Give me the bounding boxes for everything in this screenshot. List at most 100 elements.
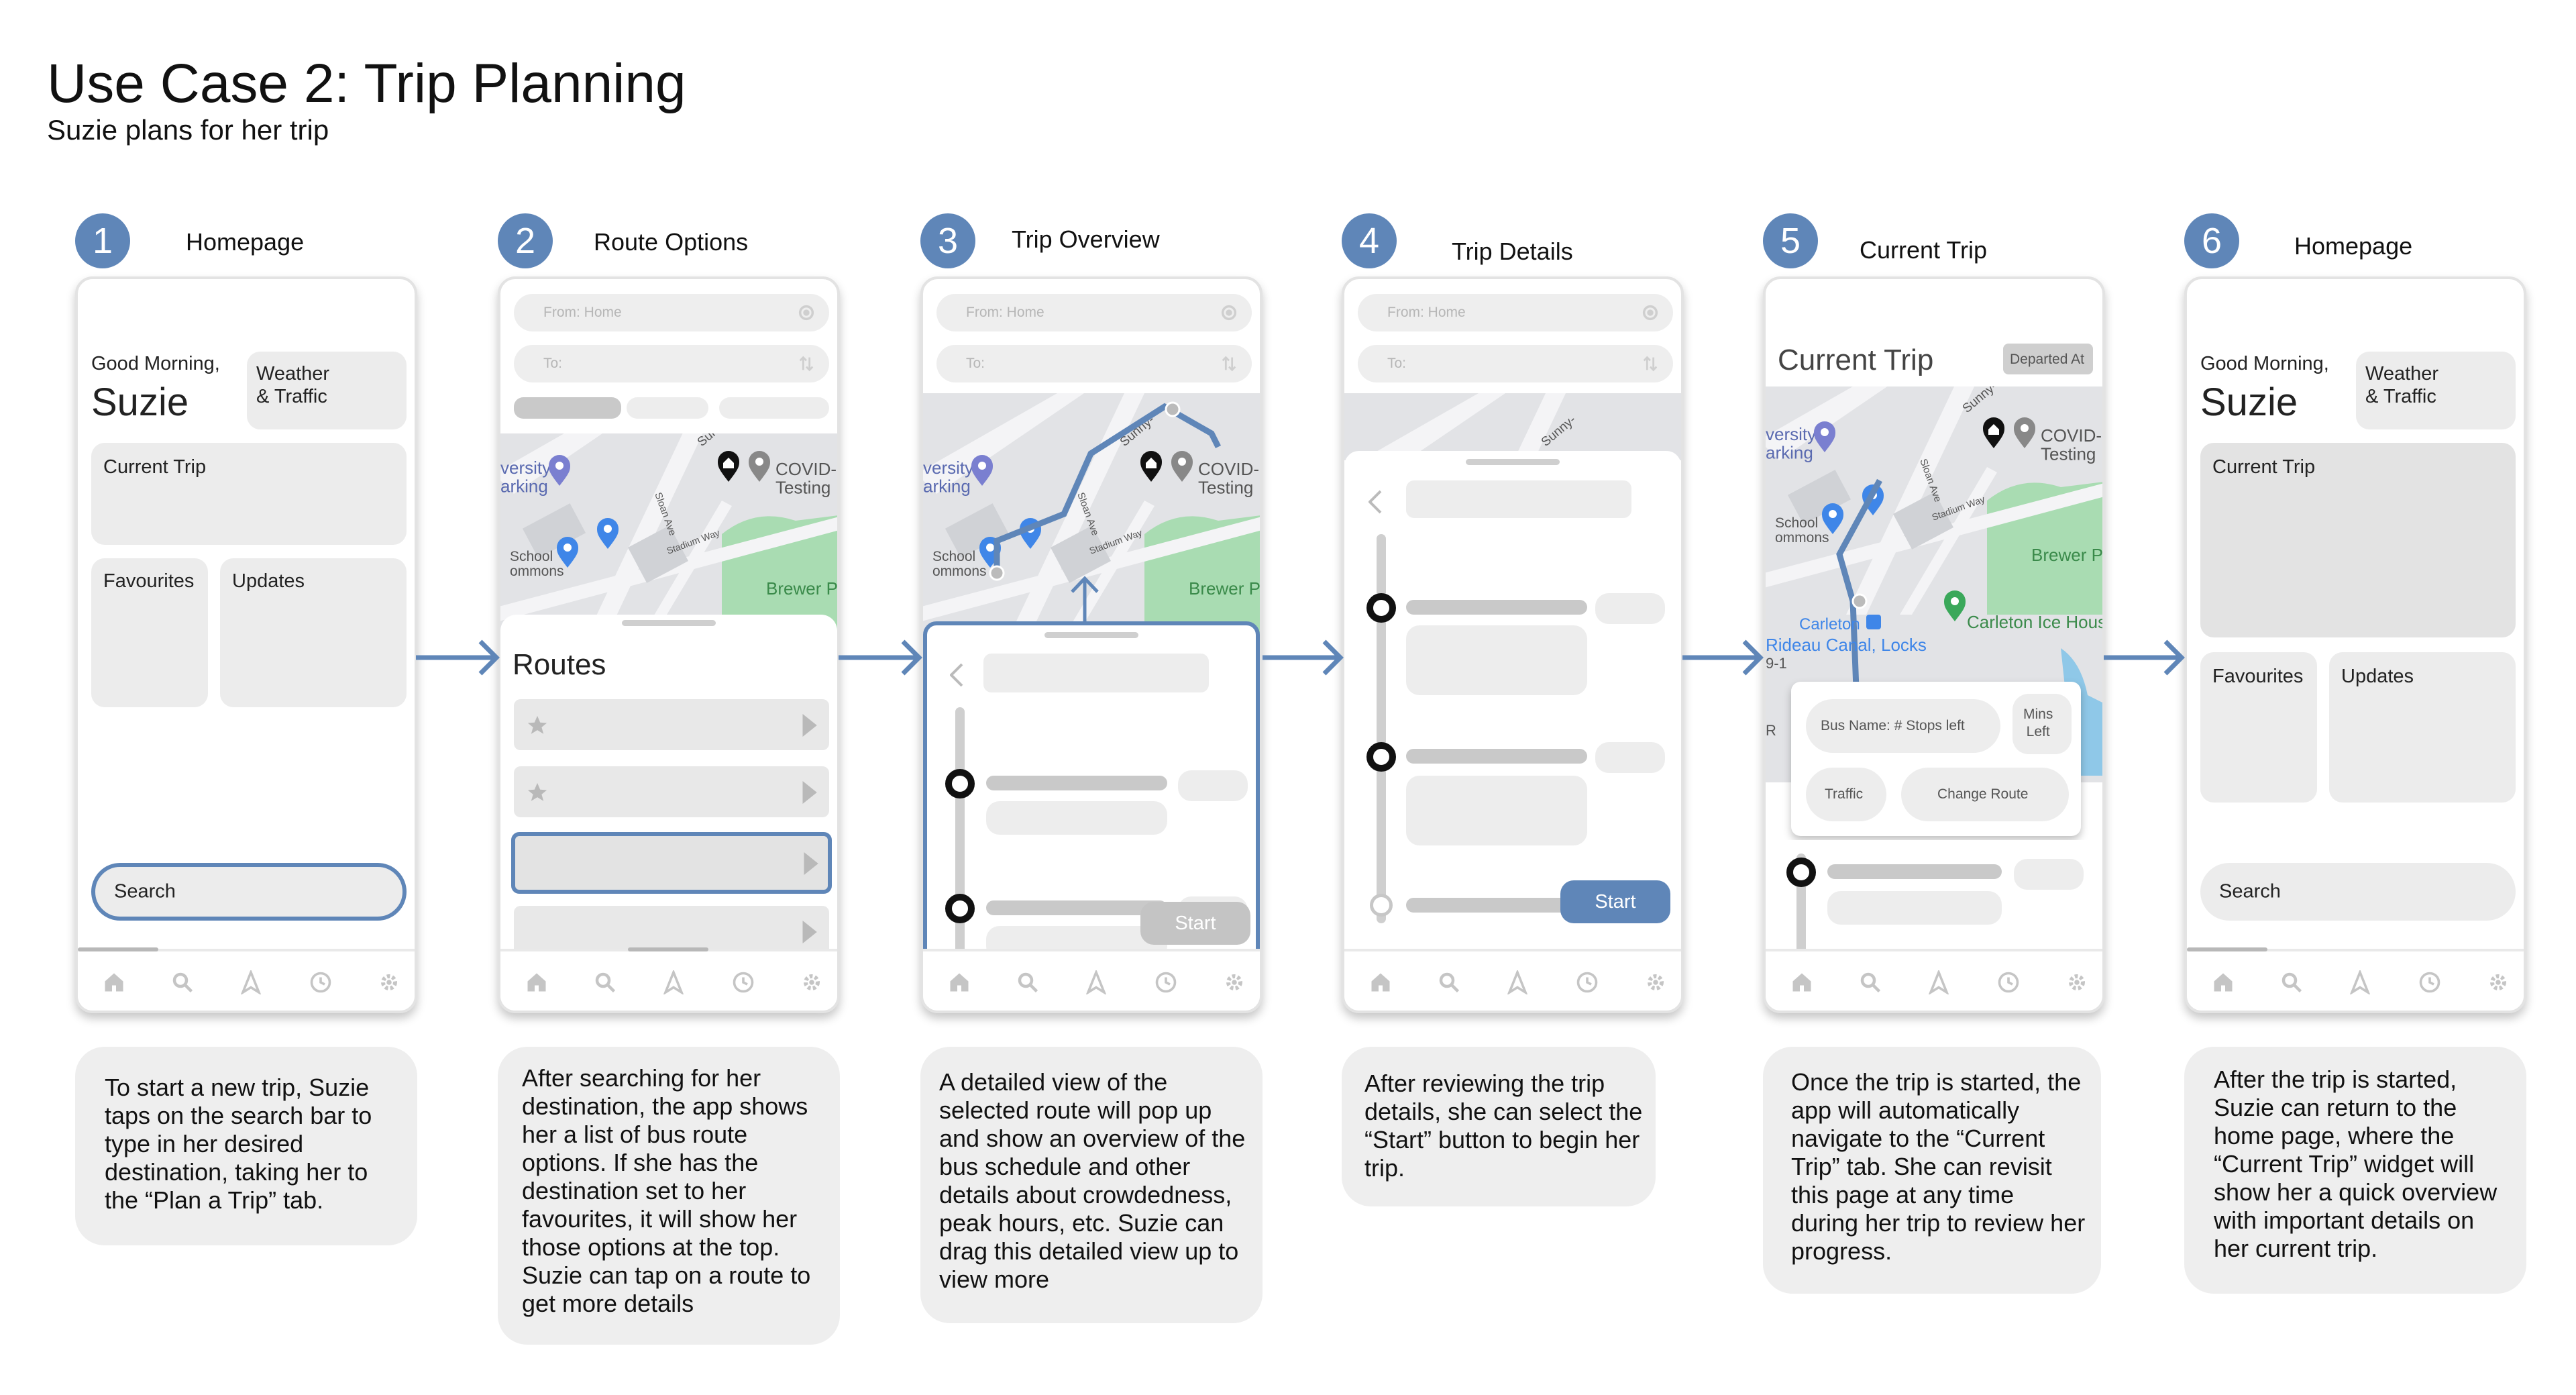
search-icon[interactable] [1858,970,1882,994]
route-option-favourite[interactable] [514,766,829,817]
history-icon[interactable] [1154,970,1178,994]
settings-icon[interactable] [1222,970,1246,994]
updates-widget[interactable]: Updates [220,558,407,707]
step-header: 4 Trip Details [1342,213,1684,270]
star-icon [527,782,547,801]
filter-chip[interactable] [514,397,621,419]
updates-widget[interactable]: Updates [2329,652,2516,803]
settings-icon[interactable] [377,970,401,994]
park-pin [1944,590,1966,621]
navigation-icon[interactable] [1505,970,1529,994]
filter-chip[interactable] [627,397,708,419]
home-icon[interactable] [525,970,549,994]
history-icon[interactable] [2418,970,2442,994]
search-icon[interactable] [170,970,195,994]
to-field[interactable]: To: [514,345,829,382]
back-chevron-icon[interactable] [950,663,963,687]
from-field[interactable]: From: Home [1358,294,1673,331]
search-icon[interactable] [2279,970,2304,994]
swap-icon[interactable] [797,354,816,373]
route-option-selected[interactable] [511,832,832,894]
search-bar[interactable]: Search [91,863,407,921]
covid-testing-label: COVID-1 [775,459,837,479]
step-description: To start a new trip, Suzie taps on the s… [75,1047,417,1245]
favourites-widget[interactable]: Favourites [91,558,208,707]
stop-time-bar [1595,742,1665,773]
locate-icon[interactable] [1220,303,1238,322]
university-label: versity [500,458,551,478]
search-icon[interactable] [1437,970,1461,994]
from-field[interactable]: From: Home [936,294,1252,331]
navigation-icon[interactable] [239,970,263,994]
locate-icon[interactable] [797,303,816,322]
search-label: Search [2219,880,2281,902]
weather-traffic-widget[interactable]: Weather & Traffic [2356,352,2516,429]
building [1787,470,1851,525]
search-icon[interactable] [593,970,617,994]
route-title-placeholder [1406,480,1631,518]
navigation-icon[interactable] [1927,970,1951,994]
navigation-icon[interactable] [661,970,686,994]
history-icon[interactable] [309,970,333,994]
star-icon [527,715,547,734]
to-field[interactable]: To: [1358,345,1673,382]
weather-traffic-widget[interactable]: Weather & Traffic [247,352,407,429]
drag-handle[interactable] [1466,459,1560,465]
home-icon[interactable] [2211,970,2235,994]
home-icon[interactable] [1368,970,1393,994]
home-icon[interactable] [947,970,971,994]
locate-icon[interactable] [1641,303,1660,322]
settings-icon[interactable] [1644,970,1668,994]
settings-icon[interactable] [2065,970,2089,994]
filter-chip[interactable] [719,397,829,419]
building [522,503,586,558]
to-field[interactable]: To: [936,345,1252,382]
step-description: After the trip is started, Suzie can ret… [2184,1047,2526,1294]
step-header: 3 Trip Overview [920,213,1263,270]
map-view[interactable]: versityarkingCOVID-1TestingSchoolommonsB… [1344,393,1681,460]
back-chevron-icon[interactable] [1368,490,1382,514]
university-label: versity [1766,424,1816,444]
favourites-widget[interactable]: Favourites [2200,652,2317,803]
home-icon[interactable] [102,970,126,994]
routes-sheet[interactable]: Routes [500,615,837,964]
drag-handle[interactable] [622,620,716,626]
trip-progress-sheet[interactable] [1766,840,2102,961]
navigation-icon[interactable] [2348,970,2372,994]
from-field[interactable]: From: Home [514,294,829,331]
traffic-button[interactable]: Traffic [1806,768,1886,821]
current-trip-widget[interactable]: Current Trip [91,443,407,545]
settings-icon[interactable] [2486,970,2510,994]
stop-marker [1366,742,1396,772]
search-bar[interactable]: Search [2200,863,2516,921]
home-marker-glyph [723,458,734,468]
change-route-button[interactable]: Change Route [1901,768,2069,821]
settings-icon[interactable] [800,970,824,994]
history-icon[interactable] [1575,970,1599,994]
user-name: Suzie [2200,380,2298,424]
description-text: After searching for her destination, the… [522,1064,811,1317]
home-icon[interactable] [1790,970,1814,994]
drag-handle[interactable] [1044,632,1138,638]
route-option-favourite[interactable] [514,699,829,750]
swap-icon[interactable] [1641,354,1660,373]
trip-overview-sheet[interactable]: Start [923,621,1260,976]
trip-details-sheet[interactable]: Start [1344,451,1681,961]
search-icon[interactable] [1016,970,1040,994]
start-button[interactable]: Start [1560,880,1670,923]
start-button[interactable]: Start [1140,902,1250,945]
current-trip-widget-expanded[interactable]: Current Trip [2200,443,2516,637]
traffic-label: Traffic [1825,786,1864,802]
history-icon[interactable] [1996,970,2021,994]
page-subtitle: Suzie plans for her trip [47,114,329,146]
navigation-icon[interactable] [1084,970,1108,994]
chevron-right-icon [802,921,817,943]
swap-icon[interactable] [1220,354,1238,373]
bus-stop-pin-dot [1829,510,1837,518]
page-title: Use Case 2: Trip Planning [47,53,686,114]
step-1-column: 1 Homepage Good Morning, Suzie Weather &… [75,0,417,1395]
rideau-canal-label: Rideau Canal, Locks [1766,635,1927,655]
history-icon[interactable] [731,970,755,994]
